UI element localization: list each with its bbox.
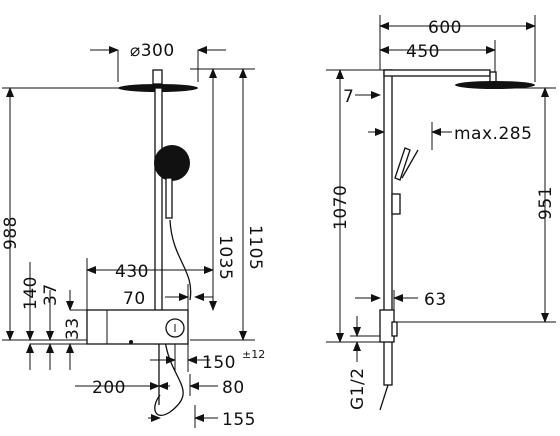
dim-70: 70 [123,289,146,309]
dim-1070: 1070 [331,185,351,230]
shower-hose [169,219,192,301]
front-view: ⌀300 1035 1105 988 140 37 33 430 [1,41,265,430]
dim-600: 600 [428,18,462,38]
dim-7: 7 [343,87,354,107]
dim-thread: G1/2 [348,367,368,410]
dim-430: 430 [115,262,149,282]
shower-arm-joint [152,69,163,85]
side-shower-head [455,81,535,89]
dim-33: 33 [63,317,83,340]
side-shower-arm [383,69,491,77]
side-hand-shower [394,147,411,181]
dim-diameter: ⌀300 [130,41,175,61]
hand-shower-head [154,145,190,181]
dim-max285: max.285 [454,124,532,144]
dim-140: 140 [21,276,41,310]
dim-988: 988 [1,216,21,250]
dim-37: 37 [41,283,61,306]
dim-1105: 1105 [245,225,265,270]
dim-450: 450 [406,42,440,62]
side-view: 600 450 7 1070 max.285 951 63 G1/2 [326,15,556,411]
dim-155: 155 [222,410,256,430]
dim-80: 80 [222,378,245,398]
hand-shower-handle [165,177,173,219]
shower-hose-lower [154,339,184,417]
dim-951: 951 [536,186,556,220]
dim-63: 63 [424,290,447,310]
dim-1035: 1035 [215,235,235,280]
dim-150: 150 [202,353,236,373]
riser-pipe [154,87,163,314]
dim-200: 200 [92,378,126,398]
dim-tolerance: ±12 [242,348,265,361]
